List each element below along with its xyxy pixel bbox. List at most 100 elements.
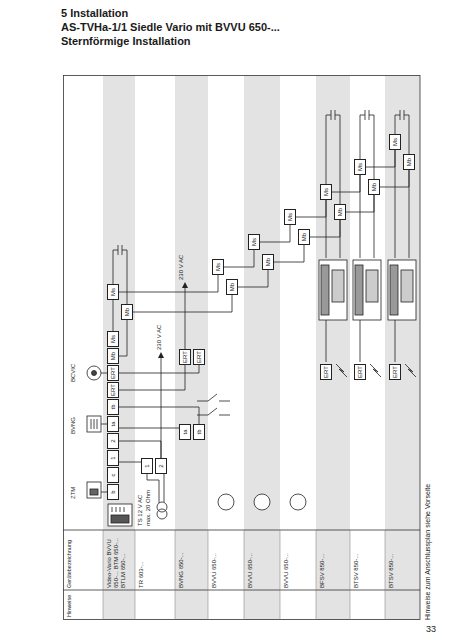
wiring-stroke <box>87 366 101 380</box>
wiring-stroke <box>103 75 420 620</box>
terminal-label: Ms <box>110 288 116 296</box>
terminal-label: Mb <box>371 183 377 191</box>
device-name: BVVU 650-... <box>283 532 290 588</box>
terminal-label: 1 <box>110 456 116 459</box>
wire <box>380 170 409 187</box>
diagram-label: 230 V AC <box>156 325 164 350</box>
terminal-box: Mb <box>121 304 133 320</box>
wiring-stroke <box>316 530 317 620</box>
wiring-stroke <box>319 260 347 320</box>
wiring-stroke <box>120 507 121 512</box>
wiring-stroke <box>332 270 344 302</box>
page-title: 5 Installation <box>61 7 128 19</box>
terminal-label: ERT <box>357 366 363 378</box>
wire <box>296 200 326 217</box>
terminal-label: Mb <box>110 352 116 360</box>
wiring-stroke <box>103 530 104 620</box>
terminal-label: ERT <box>323 366 329 378</box>
terminal-box: Ms <box>389 134 401 150</box>
wiring-stroke <box>355 265 363 315</box>
wiring-stroke <box>336 364 347 377</box>
diagram-label: BCVIC <box>70 364 78 382</box>
terminal-label: ta <box>182 430 188 435</box>
wiring-stroke <box>157 502 167 512</box>
wiring-stroke <box>326 200 340 362</box>
wiring-stroke <box>108 504 132 526</box>
wiring-stroke <box>360 175 374 362</box>
wiring-stroke <box>63 590 420 591</box>
terminal-label: ERT <box>392 366 398 378</box>
wiring-stroke <box>385 530 386 620</box>
wire <box>119 462 141 463</box>
wire <box>260 225 290 242</box>
terminal-box: Mb <box>403 154 415 170</box>
wiring-stroke <box>185 284 186 349</box>
wire <box>224 250 254 267</box>
wiring-stroke <box>87 366 107 498</box>
wire <box>119 365 199 373</box>
terminal-box: ERT <box>107 382 119 398</box>
wiring-stroke <box>388 260 416 320</box>
wiring-stroke <box>401 270 413 302</box>
diagram-label: ZTM <box>70 487 78 499</box>
wire <box>133 295 232 312</box>
terminal-label: tb <box>196 430 202 435</box>
device-name: BFSV 850-... <box>319 532 326 588</box>
wiring-stroke <box>326 110 416 377</box>
wiring-stroke <box>158 352 164 358</box>
terminal-label: ta <box>110 422 116 427</box>
diagram-label: Hinweise zum Anschlussplan siehe Vorseit… <box>424 484 433 620</box>
terminal-box: c <box>107 467 119 483</box>
wiring-stroke <box>353 260 381 320</box>
terminal-label: 1 <box>144 464 150 467</box>
heading-text: AS-TVHa-1/1 Siedle Vario mit BVVU 650-..… <box>61 21 280 34</box>
wiring-stroke <box>366 270 378 302</box>
device-name: BTSV 850-... <box>388 532 395 588</box>
wiring-stroke <box>385 75 420 620</box>
wiring-stroke <box>164 474 165 502</box>
terminal-box: 1 <box>107 450 119 466</box>
terminal-label: Mb <box>229 283 235 291</box>
wiring-stroke <box>390 265 398 315</box>
diagram-label: Hinweise <box>66 595 73 617</box>
terminal-box: Mb <box>368 179 380 195</box>
wiring-stroke <box>63 530 420 531</box>
terminal-box: 1 <box>141 458 153 474</box>
wiring-stroke <box>90 489 98 495</box>
terminal-box: ERT <box>107 365 119 381</box>
wire <box>119 441 161 458</box>
terminal-label: b <box>110 490 116 493</box>
device-name: TR 603-... <box>138 532 145 588</box>
terminal-box: Mb <box>334 204 346 220</box>
terminal-box: ta <box>179 424 191 440</box>
terminal-label: Mb <box>301 233 307 241</box>
wiring-stroke <box>395 150 409 362</box>
wiring-stroke <box>197 394 230 401</box>
device-column: BTSV 850-...MsMbERT <box>350 75 385 620</box>
terminal-box: Ms <box>248 234 260 250</box>
wiring-stroke <box>244 530 245 620</box>
terminal-label: tb <box>110 405 116 410</box>
device-name: BTSV 850-... <box>353 532 360 588</box>
terminal-label: ERT <box>110 367 116 379</box>
wiring-stroke <box>103 75 135 620</box>
wire <box>113 300 114 331</box>
wire <box>366 150 395 167</box>
wiring-stroke <box>208 530 209 620</box>
wiring-stroke <box>111 515 129 523</box>
device-name: BVVU 650-... <box>211 532 218 588</box>
wiring-stroke <box>135 530 136 620</box>
terminal-label: ERT <box>196 351 202 363</box>
terminal-box: tb <box>193 424 205 440</box>
wiring-stroke <box>113 245 230 519</box>
wire <box>238 270 268 287</box>
wire <box>119 275 218 292</box>
wiring-stroke <box>321 265 329 315</box>
terminal-box: 2 <box>155 458 167 474</box>
device-column: BVVU 650-...MsMb <box>280 75 316 620</box>
wiring-stroke <box>175 75 208 620</box>
wiring-stroke <box>108 504 132 526</box>
terminal-label: Mb <box>265 258 271 266</box>
wiring-stroke <box>175 530 176 620</box>
device-name: BVVU 650-... <box>247 532 254 588</box>
